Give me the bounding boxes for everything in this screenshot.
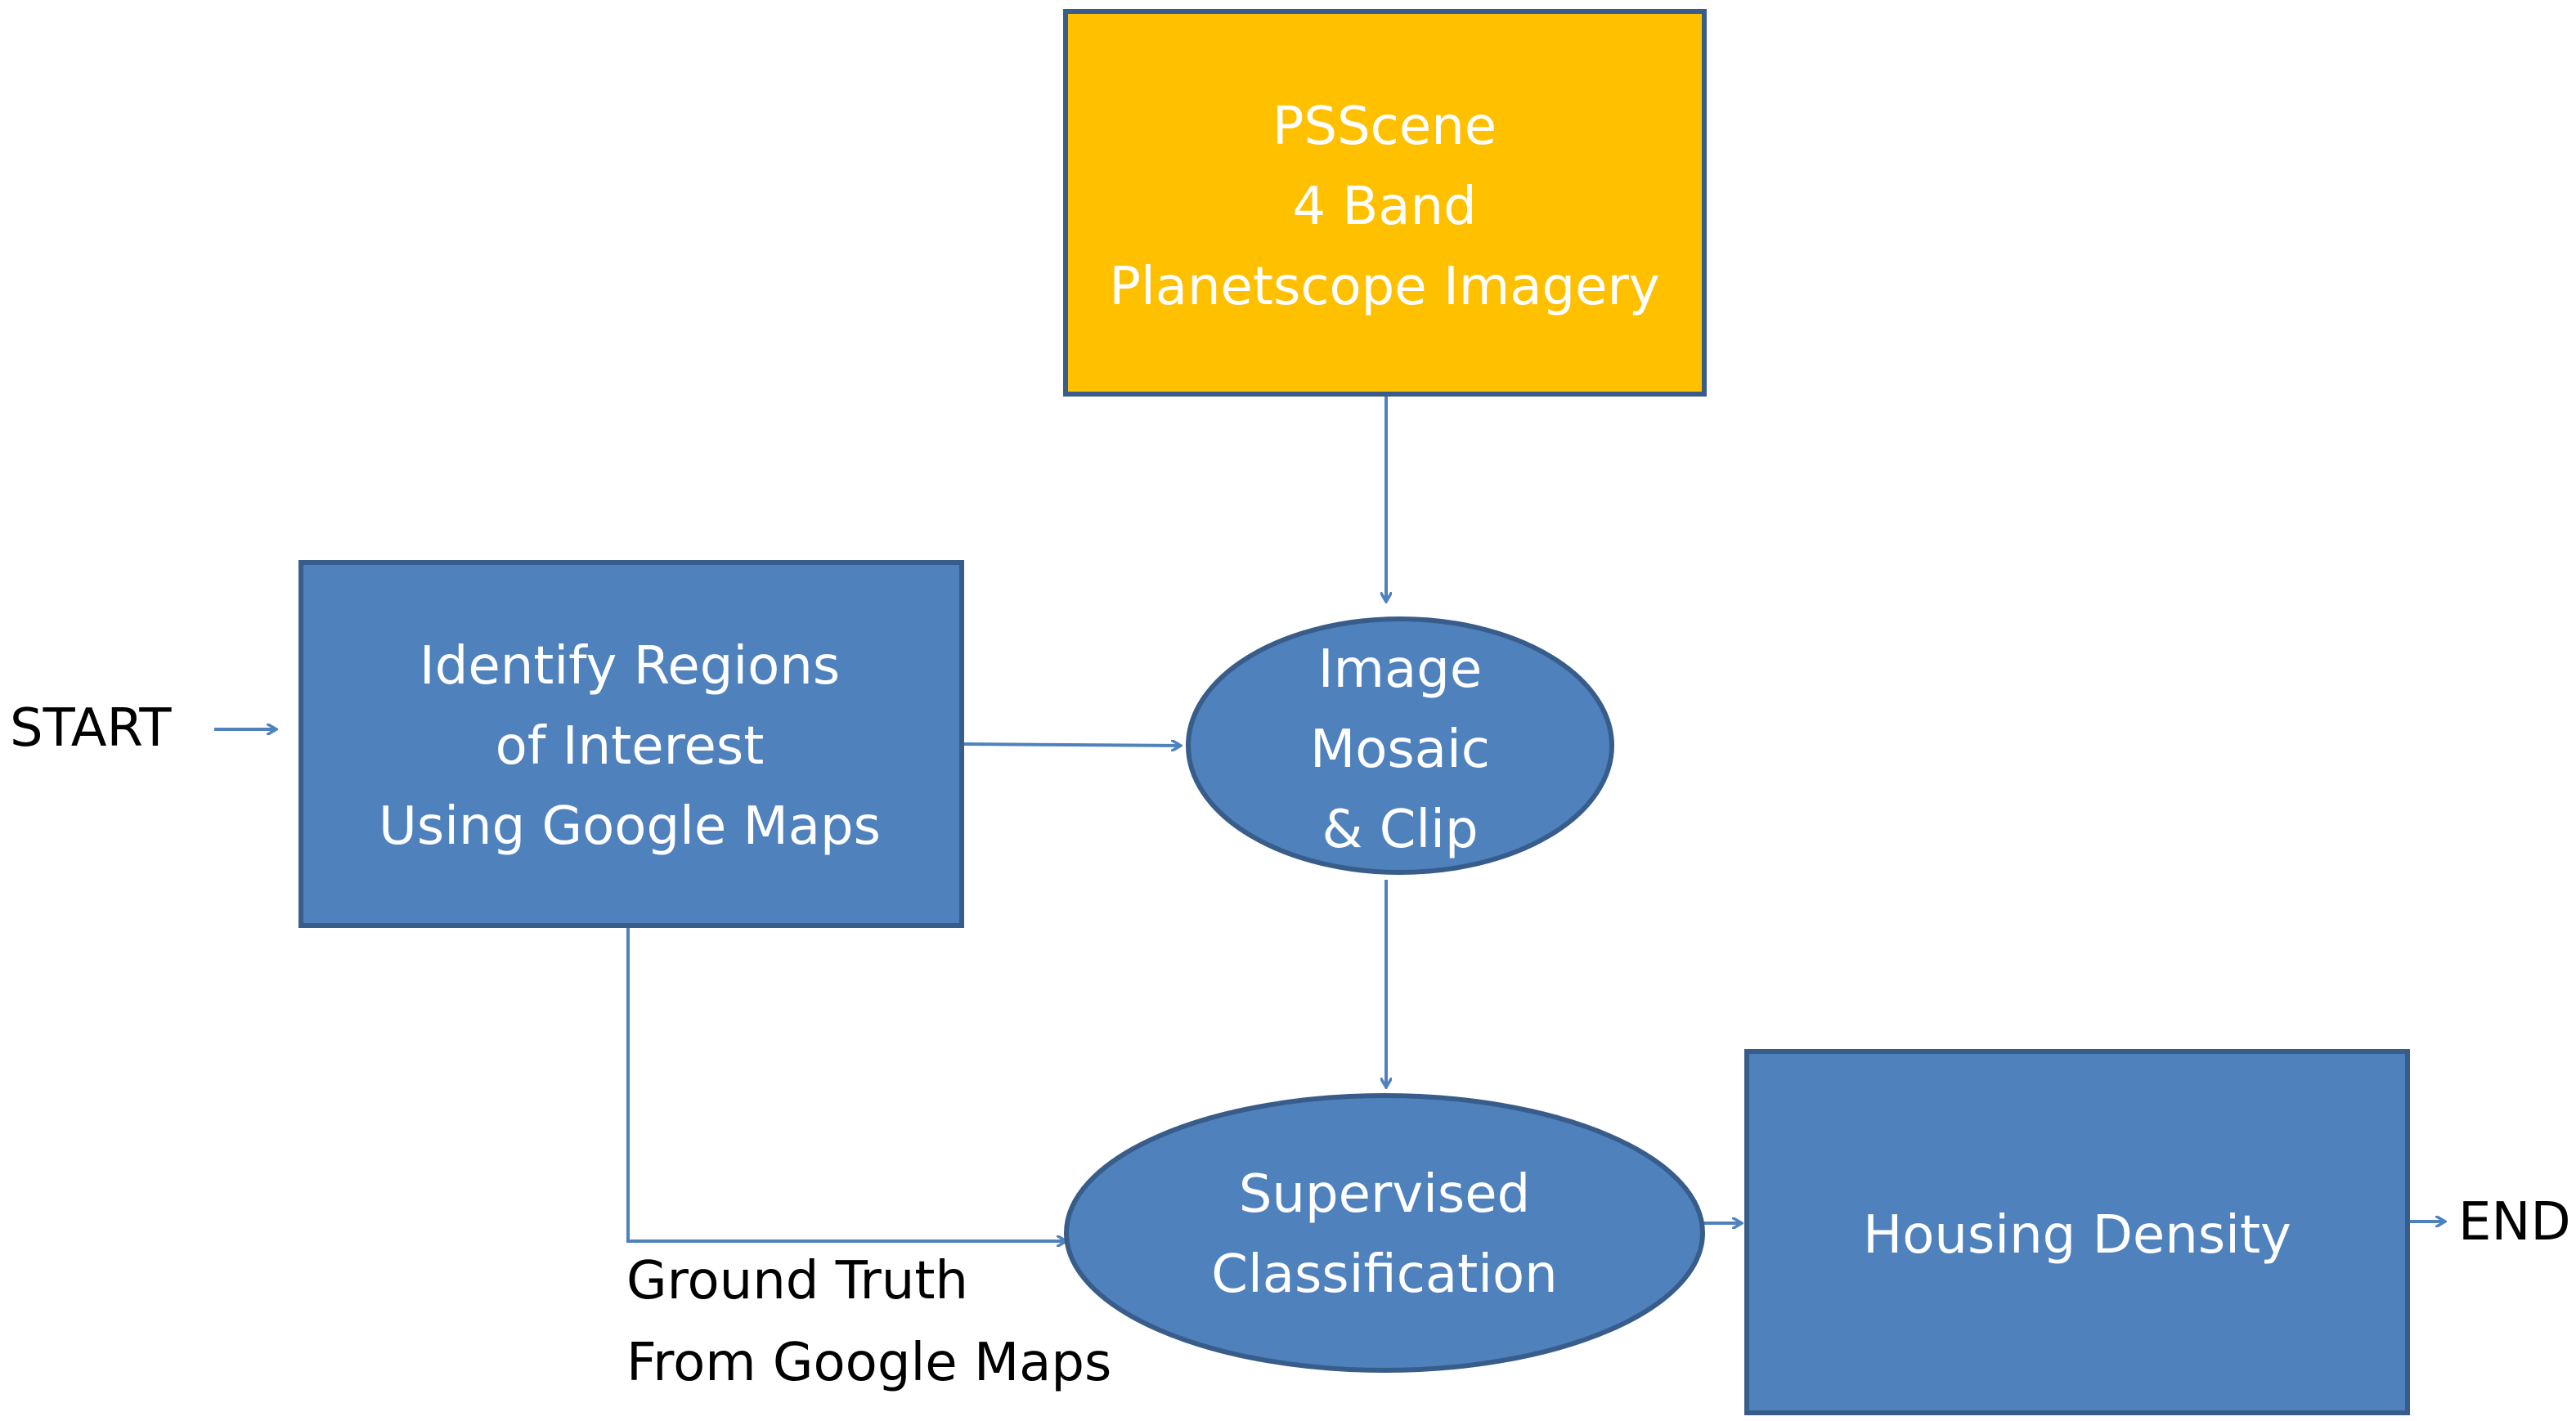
node-supervised-classification: Supervised Classification: [1064, 1093, 1705, 1373]
housing-label: Housing Density: [1863, 1205, 2291, 1266]
identify-label-line-2: of Interest: [496, 716, 765, 777]
node-identify-regions: Identify Regions of Interest Using Googl…: [298, 560, 964, 928]
psscene-label-line-3: Planetscope Imagery: [1109, 257, 1659, 317]
psscene-label-line-2: 4 Band: [1292, 177, 1476, 237]
edge-identify-to-supervised: [626, 926, 1066, 1241]
ground-truth-label-line-2: From Google Maps: [626, 1333, 1111, 1393]
mosaic-label-line-3: & Clip: [1322, 800, 1478, 860]
end-label: END: [2458, 1192, 2571, 1253]
edge-identify-to-mosaic: [961, 744, 1181, 746]
identify-label-line-1: Identify Regions: [420, 636, 840, 697]
identify-box: [298, 560, 964, 928]
housing-box: [1744, 1049, 2410, 1415]
psscene-box: [1063, 9, 1707, 397]
identify-label-line-3: Using Google Maps: [379, 796, 881, 857]
node-housing-density: Housing Density: [1744, 1049, 2410, 1415]
mosaic-label-line-2: Mosaic: [1310, 719, 1490, 780]
node-image-mosaic: Image Mosaic & Clip: [1186, 616, 1614, 875]
supervised-label-line-1: Supervised: [1239, 1164, 1531, 1225]
ground-truth-label-line-1: Ground Truth: [626, 1251, 968, 1311]
mosaic-label-line-1: Image: [1318, 639, 1482, 700]
node-psscene: PSScene 4 Band Planetscope Imagery: [1063, 9, 1707, 397]
supervised-label-line-2: Classification: [1211, 1244, 1557, 1305]
edges: [214, 394, 2445, 1241]
mosaic-ellipse: [1186, 616, 1614, 875]
psscene-label-line-1: PSScene: [1272, 96, 1497, 157]
start-label: START: [10, 698, 172, 759]
supervised-ellipse: [1064, 1093, 1705, 1373]
